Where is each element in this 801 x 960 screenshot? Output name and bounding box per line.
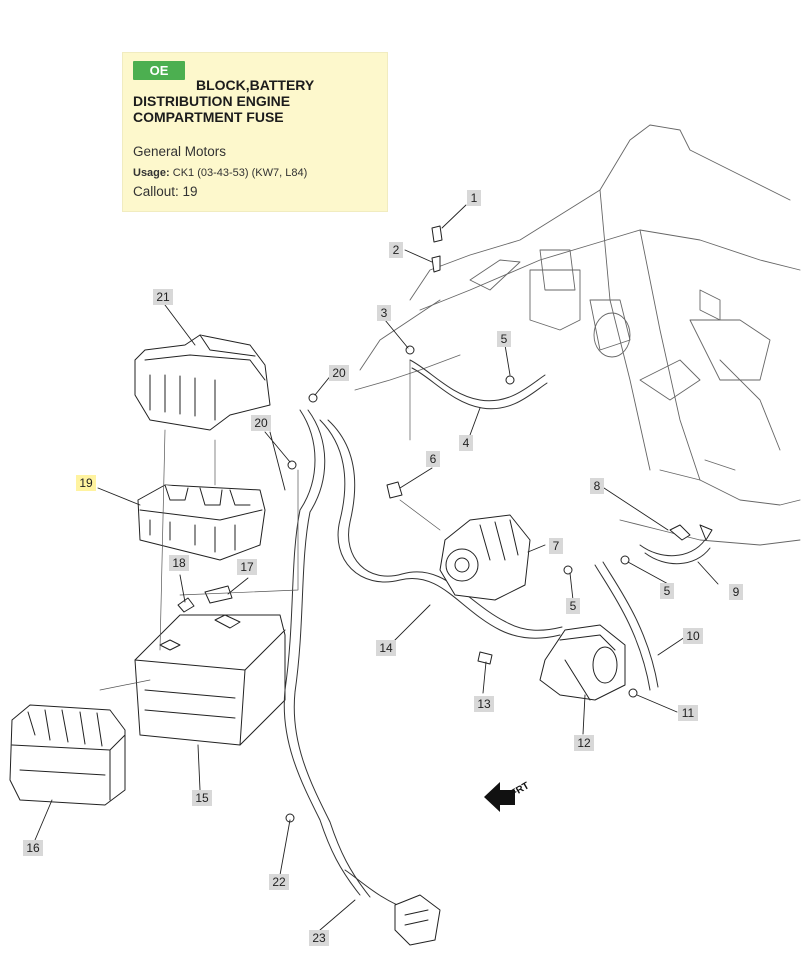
svg-text:20: 20: [254, 416, 268, 430]
battery-15: [134, 614, 286, 746]
svg-text:FRT: FRT: [509, 780, 531, 799]
svg-text:7: 7: [553, 539, 560, 553]
starter-12: [539, 624, 626, 701]
callout-label-8: 8: [590, 478, 604, 494]
svg-text:2: 2: [393, 243, 400, 257]
callout-label-15: 15: [192, 790, 212, 806]
callout-label-2: 2: [389, 242, 403, 258]
svg-text:5: 5: [501, 332, 508, 346]
usage-label: Usage:: [133, 167, 170, 179]
relay-box-16: [9, 704, 126, 806]
svg-text:8: 8: [594, 479, 601, 493]
svg-text:6: 6: [430, 452, 437, 466]
svg-text:21: 21: [156, 290, 170, 304]
callout-label-13: 13: [474, 696, 494, 712]
callout-label-5: 5: [566, 598, 580, 614]
fuse-block-19: [137, 484, 266, 561]
oe-badge: OE: [133, 61, 185, 80]
callout-label-21: 21: [153, 289, 173, 305]
callout-value: 19: [182, 184, 198, 199]
callout-label-5: 5: [497, 331, 511, 347]
front-direction-marker: FRT: [484, 780, 531, 812]
callout-label-3: 3: [377, 305, 391, 321]
callout-line: Callout: 19: [133, 184, 198, 199]
battery-cables: [283, 359, 711, 921]
svg-text:18: 18: [172, 556, 186, 570]
callout-label-12: 12: [574, 735, 594, 751]
terminal-17-18: [177, 585, 233, 613]
svg-text:20: 20: [332, 366, 346, 380]
usage-value: CK1 (03-43-53) (KW7, L84): [172, 167, 308, 179]
callout-label-5: 5: [660, 583, 674, 599]
callout-label-4: 4: [459, 435, 473, 451]
callout-label-18: 18: [169, 555, 189, 571]
front-arrow-icon: [484, 782, 515, 812]
svg-text:14: 14: [379, 641, 393, 655]
part-title: BLOCK,BATTERY DISTRIBUTION ENGINE COMPAR…: [133, 77, 314, 125]
svg-text:5: 5: [664, 584, 671, 598]
svg-text:16: 16: [26, 841, 40, 855]
svg-text:23: 23: [312, 931, 326, 945]
part-info-box: OE BLOCK,BATTERY DISTRIBUTION ENGINE COM…: [122, 52, 388, 212]
callout-label-6: 6: [426, 451, 440, 467]
callout-label-20: 20: [329, 365, 349, 381]
svg-text:3: 3: [381, 306, 388, 320]
callout-label-23: 23: [309, 930, 329, 946]
alignment-guides: [99, 359, 441, 691]
svg-text:12: 12: [577, 736, 591, 750]
callout-label-10: 10: [683, 628, 703, 644]
callout-label-11: 11: [678, 705, 698, 721]
callout-label-20: 20: [251, 415, 271, 431]
generator-7: [439, 514, 531, 601]
manufacturer: General Motors: [133, 144, 227, 159]
callout-label-19: 19: [76, 475, 96, 491]
svg-text:17: 17: [240, 560, 254, 574]
callout-label-1: 1: [467, 190, 481, 206]
callout-label-22: 22: [269, 874, 289, 890]
svg-text:15: 15: [195, 791, 209, 805]
engine-compartment-frame: [354, 124, 801, 546]
svg-text:1: 1: [471, 191, 478, 205]
connector-23: [394, 894, 441, 946]
fuse-block-cover-21: [134, 334, 271, 431]
callout-label-17: 17: [237, 559, 257, 575]
svg-text:5: 5: [570, 599, 577, 613]
svg-text:19: 19: [79, 476, 93, 490]
ground-strap-9: [669, 524, 713, 541]
callout-label: Callout:: [133, 184, 179, 199]
svg-text:4: 4: [463, 436, 470, 450]
callout-label-7: 7: [549, 538, 563, 554]
callout-label-16: 16: [23, 840, 43, 856]
svg-text:11: 11: [682, 706, 695, 720]
usage-line: Usage: CK1 (03-43-53) (KW7, L84): [133, 167, 307, 179]
svg-text:10: 10: [686, 629, 700, 643]
svg-text:13: 13: [477, 697, 491, 711]
callout-label-14: 14: [376, 640, 396, 656]
svg-text:9: 9: [733, 585, 740, 599]
callout-label-9: 9: [729, 584, 743, 600]
leader-lines: [34, 204, 719, 931]
svg-text:22: 22: [272, 875, 286, 889]
